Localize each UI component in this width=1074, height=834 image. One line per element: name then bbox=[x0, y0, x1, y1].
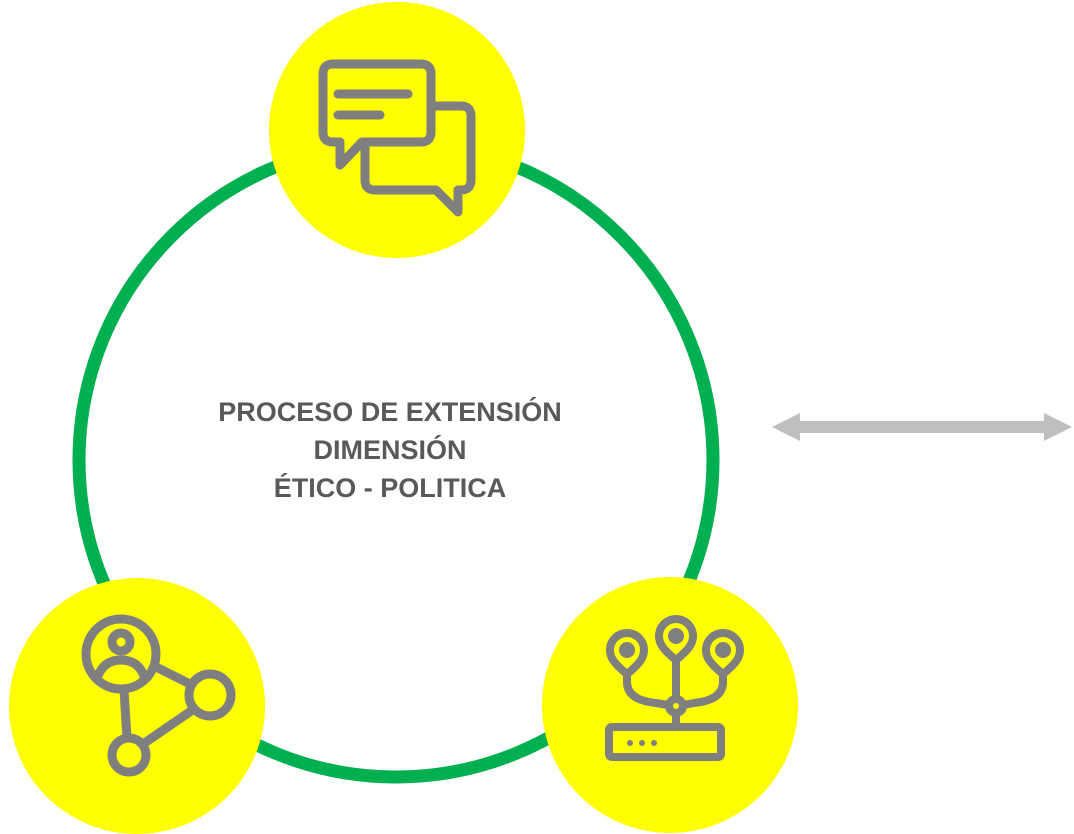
node-top bbox=[269, 2, 525, 258]
center-label-line-1: PROCESO DE EXTENSIÓN bbox=[218, 397, 562, 427]
server-dots bbox=[627, 740, 657, 746]
center-label-line-2: DIMENSIÓN bbox=[313, 435, 467, 465]
node-bottom-left bbox=[9, 578, 265, 834]
center-label: PROCESO DE EXTENSIÓN DIMENSIÓN ÉTICO - P… bbox=[120, 393, 660, 507]
chat-bubbles-icon bbox=[318, 59, 476, 217]
location-pins-server-icon bbox=[605, 615, 744, 761]
user-network-icon bbox=[81, 614, 236, 777]
center-label-line-3: ÉTICO - POLITICA bbox=[273, 473, 507, 503]
node-bottom-right bbox=[542, 577, 798, 833]
double-arrow-icon bbox=[772, 413, 1072, 441]
